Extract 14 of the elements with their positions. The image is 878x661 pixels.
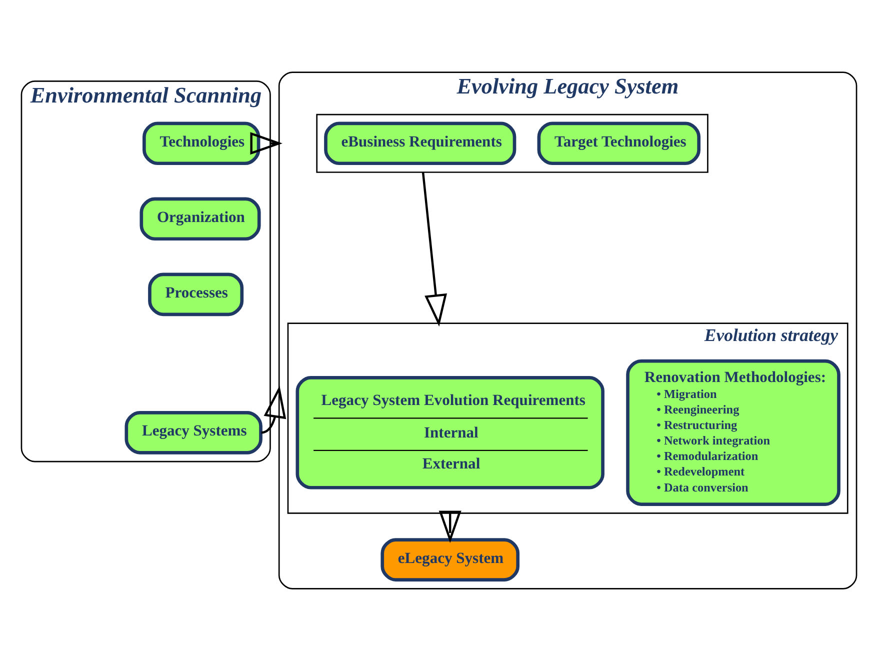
- node-box: Organization: [140, 197, 261, 241]
- arrow: [261, 386, 286, 434]
- node-box: Processes: [148, 272, 244, 316]
- cluster: [316, 114, 708, 173]
- node-box: Legacy System Evolution Requirements Internal External: [296, 376, 604, 490]
- node-box: eBusiness Requirements: [324, 122, 516, 166]
- node-box: Technologies: [142, 122, 260, 166]
- arrow: [250, 132, 282, 155]
- arrow: [438, 510, 462, 543]
- node-box: Legacy Systems: [124, 411, 262, 454]
- node-box: Target Technologies: [537, 122, 700, 166]
- arrow: [422, 172, 448, 327]
- node-box: eLegacy System: [380, 538, 520, 582]
- node-box: Renovation Methodologies: • Migration • Reengineering • Restructuring • Network integration • Remodularization • Redevelopment • Data conversion: [626, 359, 840, 506]
